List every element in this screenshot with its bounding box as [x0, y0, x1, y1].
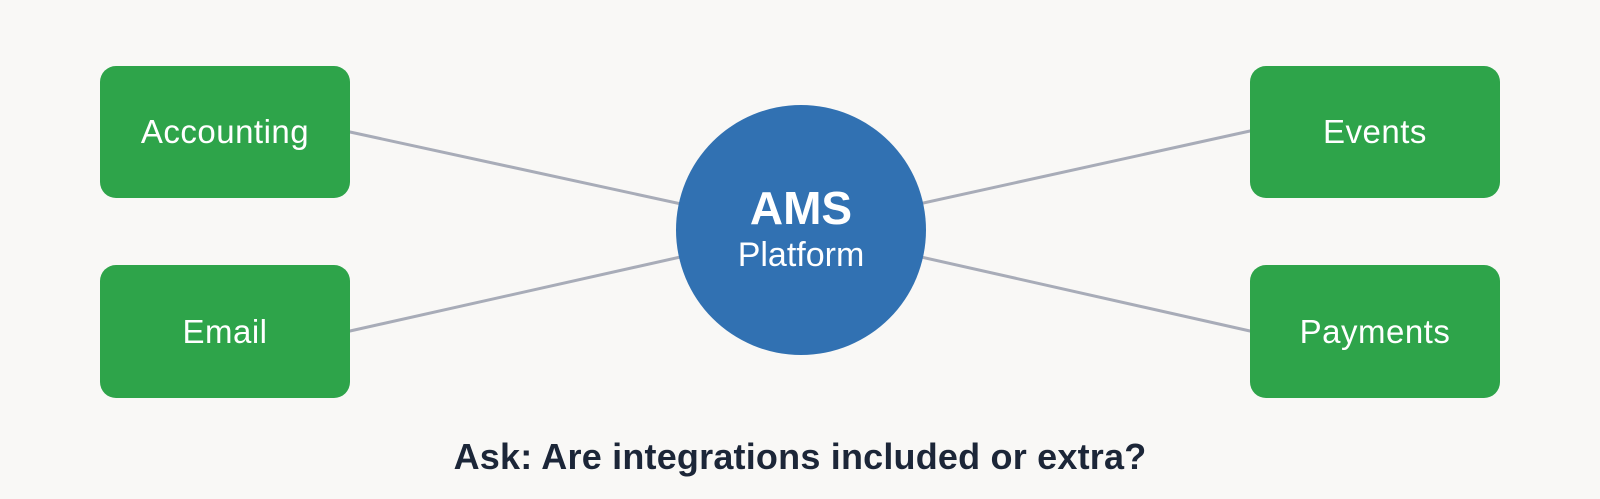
node-payments: Payments: [1250, 265, 1500, 398]
node-payments-label: Payments: [1299, 312, 1451, 350]
caption-text: Ask: Are integrations included or extra?: [453, 436, 1147, 477]
node-email-label: Email: [182, 312, 268, 350]
hub-ams-platform: AMS Platform: [676, 105, 926, 355]
node-accounting-label: Accounting: [140, 113, 310, 150]
hub-title: AMS: [749, 182, 853, 235]
node-email: Email: [100, 265, 350, 398]
node-events-label: Events: [1323, 113, 1427, 150]
node-accounting: Accounting: [100, 66, 350, 198]
node-events: Events: [1250, 66, 1500, 198]
hub-subtitle: Platform: [737, 236, 865, 275]
